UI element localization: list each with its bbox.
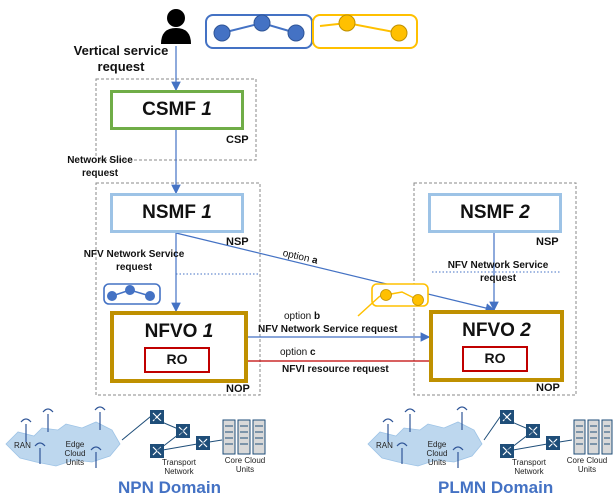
nfvo1-title: NFVO 1: [114, 321, 244, 343]
nop-right-label: NOP: [536, 382, 560, 394]
npn-management-outline: [95, 182, 261, 396]
nfvo2-index: 2: [520, 320, 531, 341]
nfvo2-ro-label: RO: [484, 350, 506, 366]
network-slice-request-line2: request: [81, 168, 119, 179]
plmn-antenna-icons: [382, 406, 468, 468]
option-b-label: option b: [284, 311, 320, 322]
option-c-prefix: option: [280, 347, 308, 358]
vertical-service-request-label: Vertical service request: [72, 43, 170, 75]
npn-ran-label: RAN: [14, 441, 31, 450]
option-a-arrow: [175, 232, 496, 313]
plmn-core-line2: Units: [577, 465, 597, 474]
npn-edge-line3: Units: [65, 458, 85, 467]
nsmf2-box: NSMF 2: [428, 193, 562, 233]
nsmf2-index: 2: [519, 202, 530, 223]
option-c-letter: c: [310, 347, 316, 358]
nfvo2-title: NFVO 2: [433, 320, 560, 342]
option-c-text: NFVI resource request: [282, 364, 389, 375]
vertical-service-request-line2: request: [97, 59, 145, 74]
nsp-right-label: NSP: [536, 236, 559, 248]
csmf-box: CSMF 1: [110, 90, 244, 130]
plmn-edge-line1: Edge: [427, 440, 447, 449]
nop-left-label: NOP: [226, 383, 250, 395]
plmn-ran-label: RAN: [376, 441, 393, 450]
option-b-text: NFV Network Service request: [258, 324, 398, 335]
npn-transport-switch-icons: [121, 410, 223, 458]
npn-ran-cloud: [5, 421, 121, 467]
nfv-ns-request-right-line1: NFV Network Service: [447, 260, 549, 271]
nfvo1-ro-box: RO: [144, 347, 210, 373]
nsmf2-title: NSMF 2: [431, 202, 559, 224]
npn-antenna-icons: [20, 406, 106, 468]
npn-transport-line2: Network: [164, 467, 194, 476]
yellow-slice-small-icon: [357, 283, 429, 317]
vertical-service-request-line1: Vertical service: [73, 43, 169, 58]
nfvo2-name: NFVO: [462, 320, 515, 341]
plmn-core-cloud-server-icons: [573, 419, 613, 455]
nfv-ns-request-right-line2: request: [479, 273, 517, 284]
plmn-edge-line3: Units: [427, 458, 447, 467]
nfvo1-ro-label: RO: [166, 351, 188, 367]
plmn-edge-line2: Cloud: [426, 449, 448, 458]
nfv-ns-request-left-line1: NFV Network Service: [83, 249, 185, 260]
plmn-core-line1: Core Cloud: [566, 456, 608, 465]
option-b-prefix: option: [284, 311, 312, 322]
npn-edge-line1: Edge: [65, 440, 85, 449]
plmn-core-label: Core Cloud Units: [562, 456, 612, 474]
nsmf1-title: NSMF 1: [113, 202, 241, 224]
nfvo1-name: NFVO: [144, 321, 198, 342]
option-c-label: option c: [280, 347, 316, 358]
network-slice-request-line1: Network Slice: [67, 155, 133, 166]
network-slice-request-label: Network Slice request: [52, 154, 148, 180]
nfvo2-box: NFVO 2 RO: [429, 310, 564, 382]
csmf-name: CSMF: [142, 99, 196, 120]
plmn-infrastructure: [367, 406, 613, 468]
npn-domain-title: NPN Domain: [118, 478, 221, 497]
nsmf1-name: NSMF: [142, 202, 196, 223]
npn-edge-line2: Cloud: [64, 449, 86, 458]
nfvo1-index: 1: [202, 321, 214, 342]
npn-edge-label: Edge Cloud Units: [58, 440, 92, 467]
npn-infrastructure: [5, 406, 266, 468]
plmn-ran-cloud: [367, 421, 483, 467]
blue-slice-chain-icon: [205, 14, 313, 49]
npn-core-line2: Units: [235, 465, 255, 474]
nfv-ns-request-left-label: NFV Network Service request: [74, 248, 194, 274]
plmn-transport-label: Transport Network: [504, 458, 554, 476]
nfvo2-ro-box: RO: [462, 346, 528, 372]
nsmf1-box: NSMF 1: [110, 193, 244, 233]
csmf-title: CSMF 1: [113, 99, 241, 121]
npn-core-label: Core Cloud Units: [220, 456, 270, 474]
option-b-letter: b: [314, 311, 321, 322]
plmn-transport-line1: Transport: [512, 458, 546, 467]
nfvo1-box: NFVO 1 RO: [110, 311, 248, 383]
csp-label: CSP: [226, 134, 249, 146]
nsmf1-index: 1: [201, 202, 212, 223]
user-icon: [161, 9, 191, 44]
plmn-edge-label: Edge Cloud Units: [420, 440, 454, 467]
yellow-slice-chain-icon: [312, 14, 418, 49]
npn-core-line1: Core Cloud: [224, 456, 266, 465]
plmn-transport-line2: Network: [514, 467, 544, 476]
blue-slice-small-icon: [103, 283, 161, 305]
npn-transport-label: Transport Network: [154, 458, 204, 476]
csmf-index: 1: [201, 99, 212, 120]
npn-transport-line1: Transport: [162, 458, 196, 467]
plmn-domain-title: PLMN Domain: [438, 478, 554, 497]
npn-core-cloud-server-icons: [222, 419, 266, 455]
nfv-ns-request-left-line2: request: [115, 262, 153, 273]
nsp-left-label: NSP: [226, 236, 249, 248]
plmn-transport-switch-icons: [483, 410, 573, 458]
nfv-ns-request-right-label: NFV Network Service request: [436, 259, 560, 285]
nsmf2-name: NSMF: [460, 202, 514, 223]
